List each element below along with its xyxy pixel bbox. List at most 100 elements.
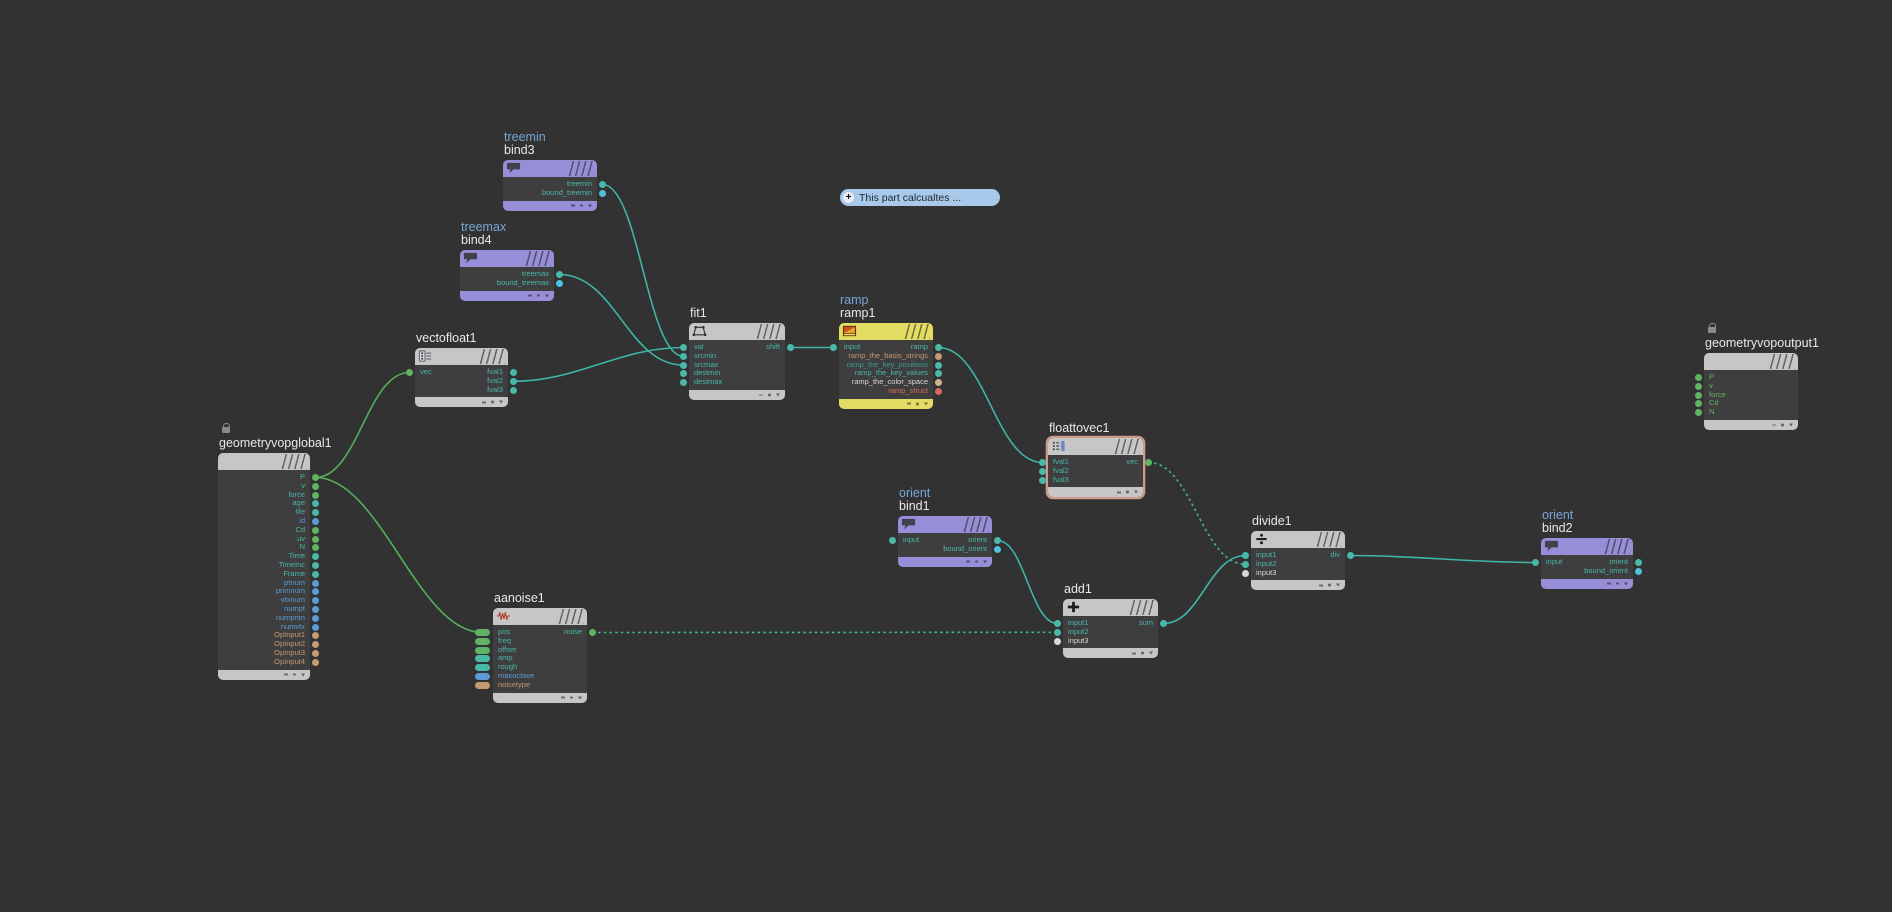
wire-geometryvopglobal1-P-to-aanoise1-pos[interactable] <box>315 476 483 634</box>
input-port-input3[interactable] <box>1242 569 1249 577</box>
input-port-input1[interactable] <box>1054 620 1061 627</box>
wire-divide1-div-to-bind2-input[interactable] <box>1350 554 1536 564</box>
input-port-input2[interactable] <box>1054 628 1061 636</box>
input-port-input[interactable] <box>889 537 896 544</box>
output-port-v[interactable] <box>312 482 319 490</box>
output-port-bound_orient[interactable] <box>1635 567 1642 575</box>
output-port-id[interactable] <box>312 517 319 525</box>
wire-vectofloat1-fval2-to-fit1-val[interactable] <box>513 346 684 383</box>
input-port-input[interactable] <box>830 344 837 351</box>
input-port-pos[interactable] <box>475 629 490 636</box>
input-port-input1[interactable] <box>1242 552 1249 559</box>
output-port-bound_orient[interactable] <box>994 545 1001 553</box>
output-port-Cd[interactable] <box>312 526 319 534</box>
input-port-offset[interactable] <box>475 646 490 654</box>
input-port-amp[interactable] <box>475 655 490 663</box>
output-port-TimeInc[interactable] <box>312 561 319 569</box>
output-port-fval1[interactable] <box>510 369 517 376</box>
output-port-ramp_struct[interactable] <box>935 387 942 395</box>
wire-floattovec1-vec-to-divide1-input2[interactable] <box>1148 461 1246 566</box>
output-port-vtxnum[interactable] <box>312 597 319 605</box>
input-port-Cd[interactable] <box>1695 400 1702 408</box>
input-port-srcmin[interactable] <box>680 352 687 360</box>
input-port-destmin[interactable] <box>680 370 687 378</box>
output-port-noise[interactable] <box>589 629 596 636</box>
input-port-val[interactable] <box>680 344 687 351</box>
input-port-vec[interactable] <box>406 369 413 376</box>
input-port-N[interactable] <box>1695 409 1702 417</box>
output-port-bound_treemin[interactable] <box>599 189 606 197</box>
output-port-OpInput1[interactable] <box>312 632 319 640</box>
output-port-age[interactable] <box>312 500 319 508</box>
output-port-ramp_the_key_positions[interactable] <box>935 361 942 369</box>
output-port-sum[interactable] <box>1160 620 1167 627</box>
output-port-N[interactable] <box>312 544 319 552</box>
wire-geometryvopglobal1-P-to-vectofloat1-vec[interactable] <box>315 371 410 479</box>
output-port-bound_treemax[interactable] <box>556 279 563 287</box>
output-port-Frame[interactable] <box>312 570 319 578</box>
output-port-primnum[interactable] <box>312 588 319 596</box>
input-port-fval3[interactable] <box>1039 476 1046 484</box>
output-port-orient[interactable] <box>1635 559 1642 566</box>
output-port-ramp[interactable] <box>935 344 942 351</box>
input-port-v[interactable] <box>1695 382 1702 390</box>
output-port-fval3[interactable] <box>510 386 517 394</box>
input-port-maxoctave[interactable] <box>475 672 490 680</box>
output-port-vec[interactable] <box>1145 459 1152 466</box>
input-port-input[interactable] <box>1532 559 1539 566</box>
input-port-input2[interactable] <box>1242 560 1249 568</box>
output-port-ptnum[interactable] <box>312 579 319 587</box>
output-port-OpInput3[interactable] <box>312 649 319 657</box>
output-port-ramp_the_key_values[interactable] <box>935 370 942 378</box>
output-port-treemin[interactable] <box>599 181 606 188</box>
output-port-shift[interactable] <box>787 344 794 351</box>
wire-bind1-orient-to-add1-input1[interactable] <box>997 539 1058 625</box>
output-port-fval2[interactable] <box>510 377 517 385</box>
plus-icon[interactable]: + <box>843 192 854 203</box>
input-port-fval1[interactable] <box>1039 459 1046 466</box>
input-port-noisetype[interactable] <box>475 681 490 689</box>
output-port-ramp_the_basis_strings[interactable] <box>935 352 942 360</box>
output-port-div[interactable] <box>1347 552 1354 559</box>
output-port-OpInput4[interactable] <box>312 658 319 666</box>
output-port-force[interactable] <box>312 491 319 499</box>
output-port-Time[interactable] <box>312 553 319 561</box>
input-port-destmax[interactable] <box>680 379 687 387</box>
input-port-srcmax[interactable] <box>680 361 687 369</box>
output-port-numpt[interactable] <box>312 605 319 613</box>
wire-ramp1-ramp-to-floattovec1-fval1[interactable] <box>938 346 1043 464</box>
output-port-uv[interactable] <box>312 535 319 543</box>
wire-bind3-treemin-to-fit1-srcmin[interactable] <box>602 183 684 358</box>
network-box-note[interactable]: + This part calcualtes ... <box>840 189 1000 206</box>
input-port-fval2[interactable] <box>1039 467 1046 475</box>
output-port-treemax[interactable] <box>556 271 563 278</box>
output-port-ramp_the_color_space[interactable] <box>935 379 942 387</box>
wire-add1-sum-to-divide1-input1[interactable] <box>1163 554 1246 625</box>
input-port-force[interactable] <box>1695 391 1702 399</box>
input-port-P[interactable] <box>1695 374 1702 381</box>
output-port-OpInput2[interactable] <box>312 641 319 649</box>
output-port-orient[interactable] <box>994 537 1001 544</box>
input-port-rough[interactable] <box>475 664 490 672</box>
wire-bind4-treemax-to-fit1-srcmax[interactable] <box>559 273 684 366</box>
output-port-P[interactable] <box>312 474 319 481</box>
input-port-input3[interactable] <box>1054 637 1061 645</box>
input-port-freq[interactable] <box>475 637 490 645</box>
output-port-life[interactable] <box>312 509 319 517</box>
output-port-numvtx[interactable] <box>312 623 319 631</box>
output-port-numprim[interactable] <box>312 614 319 622</box>
